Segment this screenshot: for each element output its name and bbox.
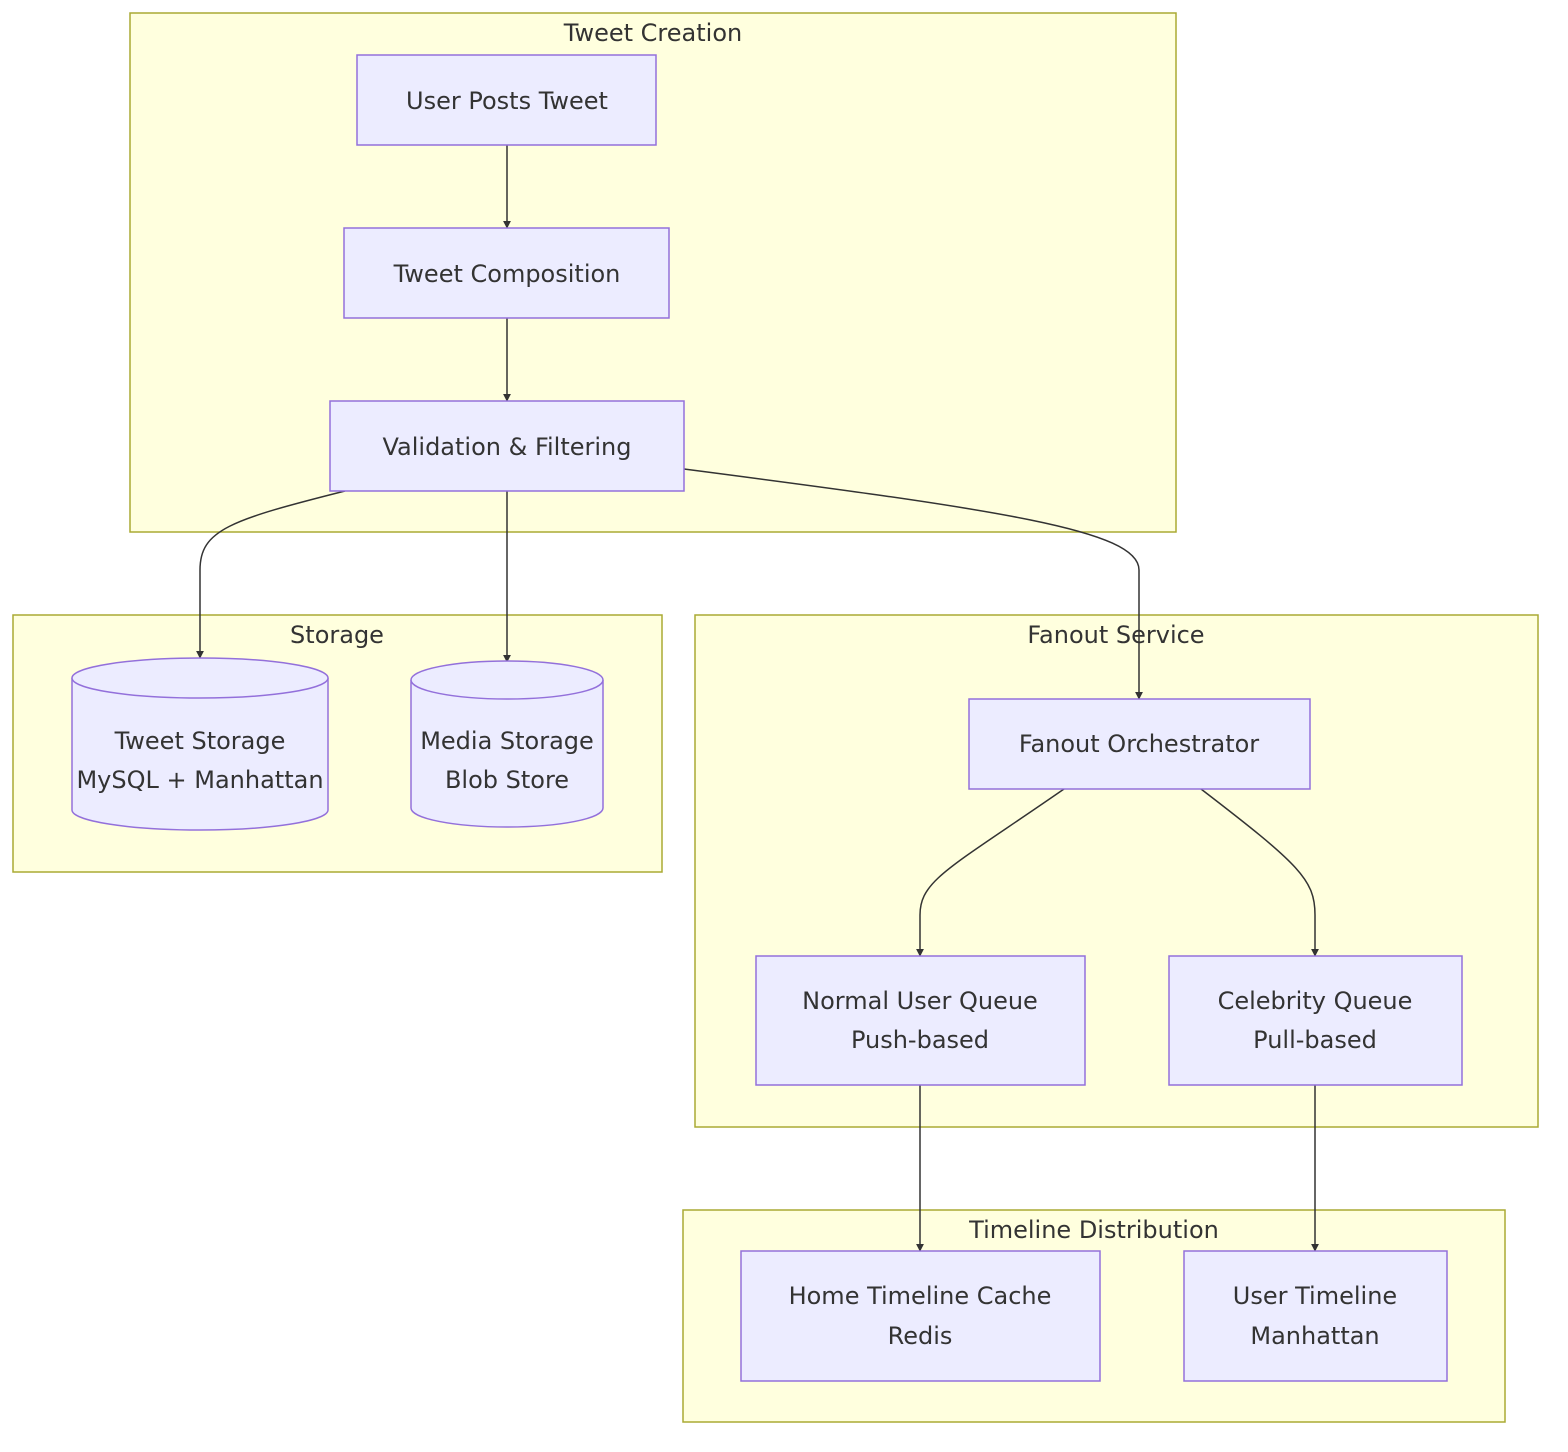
node-user-timeline-label-2: Manhattan <box>1250 1322 1379 1350</box>
node-fanout-orchestrator-label: Fanout Orchestrator <box>1019 730 1259 758</box>
cluster-tweet-creation-label: Tweet Creation <box>563 19 742 47</box>
node-home-timeline-cache-box <box>740 1250 1101 1382</box>
edge-validation-to-tweet-storage <box>196 490 346 659</box>
node-tweet-storage-label-2: MySQL + Manhattan <box>76 766 323 794</box>
node-tweet-composition-label: Tweet Composition <box>393 260 621 288</box>
node-user-posts-tweet: User Posts Tweet <box>356 54 657 146</box>
node-normal-user-queue-label-2: Push-based <box>851 1026 989 1054</box>
node-normal-user-queue-label-1: Normal User Queue <box>802 987 1038 1015</box>
node-home-timeline-cache-label-2: Redis <box>888 1322 953 1350</box>
node-user-timeline-box <box>1183 1250 1448 1382</box>
node-user-timeline-label-1: User Timeline <box>1233 1282 1397 1310</box>
node-user-posts-tweet-label: User Posts Tweet <box>406 87 608 115</box>
node-tweet-storage-cylinder <box>71 657 329 831</box>
node-media-storage-cylinder <box>410 660 604 828</box>
node-validation-filtering-label: Validation & Filtering <box>382 433 631 461</box>
edge-validation-to-fanout-orchestrator <box>683 468 1143 700</box>
node-fanout-orchestrator-box <box>968 698 1311 790</box>
node-media-storage-label-1: Media Storage <box>420 727 594 755</box>
node-celebrity-queue-box <box>1168 955 1463 1086</box>
node-tweet-storage: Tweet Storage MySQL + Manhattan <box>71 657 329 831</box>
node-tweet-storage-label-1: Tweet Storage <box>114 727 286 755</box>
node-user-timeline: User Timeline Manhattan <box>1183 1250 1448 1382</box>
edge-orchestrator-to-celebrity-queue <box>1200 788 1319 957</box>
node-validation-filtering: Validation & Filtering <box>329 400 685 492</box>
node-media-storage-cylinder-top <box>410 679 604 700</box>
cluster-fanout-service-label: Fanout Service <box>1027 621 1204 649</box>
edge-orchestrator-to-normal-queue <box>916 788 1065 957</box>
node-celebrity-queue-label-2: Pull-based <box>1253 1026 1377 1054</box>
node-home-timeline-cache: Home Timeline Cache Redis <box>740 1250 1101 1382</box>
node-user-posts-tweet-box <box>356 54 657 146</box>
cluster-storage-label: Storage <box>290 621 384 649</box>
node-media-storage-label-2: Blob Store <box>445 766 569 794</box>
node-tweet-storage-cylinder-top <box>71 677 329 699</box>
node-validation-filtering-box <box>329 400 685 492</box>
node-normal-user-queue-box <box>755 955 1086 1086</box>
node-media-storage: Media Storage Blob Store <box>410 660 604 828</box>
cluster-timeline-distribution-label: Timeline Distribution <box>968 1216 1219 1244</box>
node-normal-user-queue: Normal User Queue Push-based <box>755 955 1086 1086</box>
node-celebrity-queue-label-1: Celebrity Queue <box>1218 987 1413 1015</box>
node-tweet-composition-box <box>343 227 670 319</box>
edges <box>196 145 1319 1252</box>
node-celebrity-queue: Celebrity Queue Pull-based <box>1168 955 1463 1086</box>
node-fanout-orchestrator: Fanout Orchestrator <box>968 698 1311 790</box>
node-tweet-composition: Tweet Composition <box>343 227 670 319</box>
node-home-timeline-cache-label-1: Home Timeline Cache <box>789 1282 1052 1310</box>
